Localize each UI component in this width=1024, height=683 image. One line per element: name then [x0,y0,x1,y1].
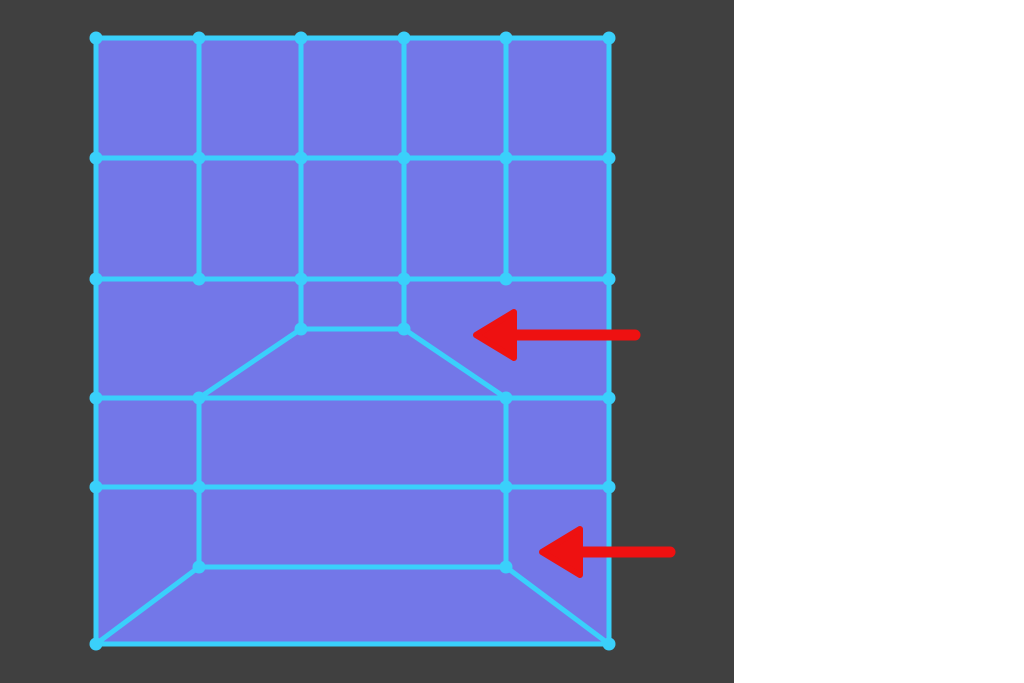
mesh-vertex[interactable] [89,637,103,651]
mesh-vertex[interactable] [89,391,103,405]
mesh-vertex[interactable] [397,31,411,45]
mesh-vertex[interactable] [192,560,206,574]
mesh-vertex[interactable] [192,272,206,286]
mesh-edge[interactable] [401,326,509,401]
mesh-vertex[interactable] [602,391,616,405]
mesh-faces [96,38,609,644]
annotation-arrows [473,309,676,578]
mesh-vertex[interactable] [499,31,513,45]
mesh-vertex[interactable] [294,322,308,336]
left-arrow-icon [539,526,676,578]
mesh-vertex[interactable] [602,272,616,286]
mesh-vertex[interactable] [602,31,616,45]
mesh-vertex[interactable] [499,151,513,165]
mesh-vertex[interactable] [192,31,206,45]
mesh-edge[interactable] [93,564,202,647]
mesh-vertex[interactable] [499,272,513,286]
mesh-vertex[interactable] [294,151,308,165]
mesh-vertex[interactable] [499,560,513,574]
mesh-vertex[interactable] [192,391,206,405]
mesh-vertex[interactable] [294,272,308,286]
mesh-face [96,38,609,644]
mesh-vertex[interactable] [397,322,411,336]
mesh-vertex[interactable] [602,151,616,165]
mesh-vertex[interactable] [192,151,206,165]
mesh-vertex[interactable] [294,31,308,45]
mesh-vertex[interactable] [499,391,513,405]
left-arrow-icon [473,309,641,361]
mesh-vertex[interactable] [397,151,411,165]
mesh-vertex[interactable] [397,272,411,286]
mesh-edge[interactable] [503,564,612,647]
mesh-edge[interactable] [196,326,304,401]
mesh-vertex[interactable] [499,480,513,494]
mesh-vertex[interactable] [192,480,206,494]
mesh-vertex[interactable] [602,637,616,651]
mesh-vertex[interactable] [89,31,103,45]
mesh-vertex[interactable] [89,151,103,165]
mesh-vertex[interactable] [89,272,103,286]
mesh-vertices [89,31,616,651]
mesh-vertex[interactable] [602,480,616,494]
blank-panel [734,0,1024,683]
mesh-vertex[interactable] [89,480,103,494]
